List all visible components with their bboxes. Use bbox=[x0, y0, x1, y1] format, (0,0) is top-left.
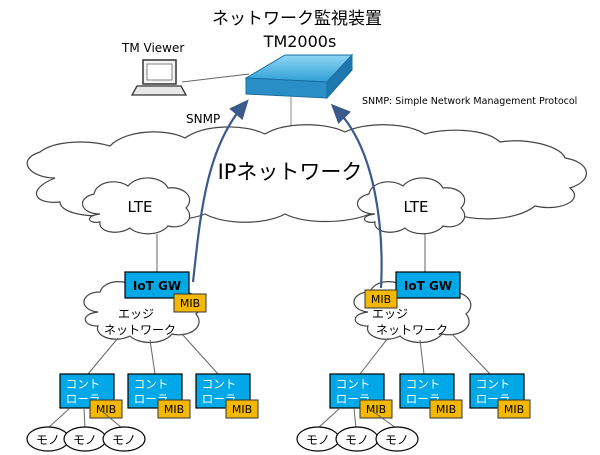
controller-thing-links bbox=[47, 407, 397, 429]
snmp-arrow-right bbox=[330, 103, 383, 289]
thing-label: モノ bbox=[345, 433, 369, 447]
thing-label: モノ bbox=[36, 433, 60, 447]
lte-cloud-right bbox=[357, 177, 466, 235]
mib-tag-controller-6 bbox=[497, 399, 531, 419]
mib-label-gw-left: MIB bbox=[180, 297, 200, 310]
mib-tag-controller-1 bbox=[89, 399, 123, 419]
thing-3: モノ bbox=[102, 426, 146, 452]
mib-label-controller-5: MIB bbox=[436, 403, 456, 416]
thing-5: モノ bbox=[335, 426, 379, 452]
ip-network-label: IPネットワーク bbox=[218, 160, 363, 184]
controller-6: コント ローラ bbox=[469, 373, 525, 409]
snmp-definition-note: SNMP: Simple Network Management Protocol bbox=[362, 96, 577, 107]
controller-label-line1: コント bbox=[134, 377, 169, 391]
lte-label-right: LTE bbox=[404, 198, 429, 216]
device-model-label: TM2000s bbox=[263, 32, 337, 51]
controller-1: コント ローラ bbox=[59, 373, 115, 409]
edge-network-label-left-1: エッジ bbox=[118, 307, 154, 321]
controller-label-line1: コント bbox=[336, 377, 371, 391]
iot-gw-label-left: IoT GW bbox=[133, 279, 181, 293]
controller-label-line1: コント bbox=[406, 377, 441, 391]
thing-2: モノ bbox=[63, 426, 107, 452]
controller-label-line1: コント bbox=[476, 377, 511, 391]
iot-gw-box-right bbox=[395, 271, 461, 299]
controller-label-line1: コント bbox=[202, 377, 237, 391]
mib-tag-controller-5 bbox=[429, 399, 463, 419]
thing-6: モノ bbox=[375, 426, 419, 452]
snmp-arrow-left bbox=[191, 99, 249, 283]
thing-label: モノ bbox=[306, 433, 330, 447]
mib-label-controller-2: MIB bbox=[164, 403, 184, 416]
mib-tag-gw-right bbox=[364, 289, 398, 309]
thing-label: モノ bbox=[73, 433, 97, 447]
mib-label-controller-3: MIB bbox=[232, 403, 252, 416]
iot-gw-label-right: IoT GW bbox=[404, 279, 452, 293]
tm-viewer-label: TM Viewer bbox=[121, 41, 184, 55]
lte-label-left: LTE bbox=[128, 198, 153, 216]
controller-label-line1: コント bbox=[66, 377, 101, 391]
tm2000s-device bbox=[244, 53, 354, 100]
mib-label-controller-1: MIB bbox=[96, 403, 116, 416]
lte-cloud-left bbox=[82, 177, 191, 235]
laptop-icon bbox=[130, 59, 188, 96]
mib-tag-controller-2 bbox=[157, 399, 191, 419]
thing-4: モノ bbox=[296, 426, 340, 452]
edge-network-label-right-1: エッジ bbox=[372, 307, 408, 321]
mib-tag-controller-3 bbox=[225, 399, 259, 419]
mib-tag-controller-4 bbox=[359, 399, 393, 419]
edge-controller-links bbox=[87, 333, 491, 375]
viewer-link bbox=[181, 73, 250, 83]
mib-label-controller-4: MIB bbox=[366, 403, 386, 416]
thing-label: モノ bbox=[112, 433, 136, 447]
controller-3: コント ローラ bbox=[195, 373, 251, 409]
thing-label: モノ bbox=[385, 433, 409, 447]
mib-label-gw-right: MIB bbox=[371, 293, 391, 306]
diagram-title: ネットワーク監視装置 bbox=[212, 9, 382, 29]
thing-1: モノ bbox=[26, 426, 70, 452]
snmp-label: SNMP bbox=[186, 112, 220, 126]
edge-network-label-left-2: ネットワーク bbox=[104, 323, 176, 337]
mib-label-controller-6: MIB bbox=[504, 403, 524, 416]
mib-tag-gw-left bbox=[173, 293, 207, 313]
edge-network-label-right-2: ネットワーク bbox=[376, 323, 448, 337]
